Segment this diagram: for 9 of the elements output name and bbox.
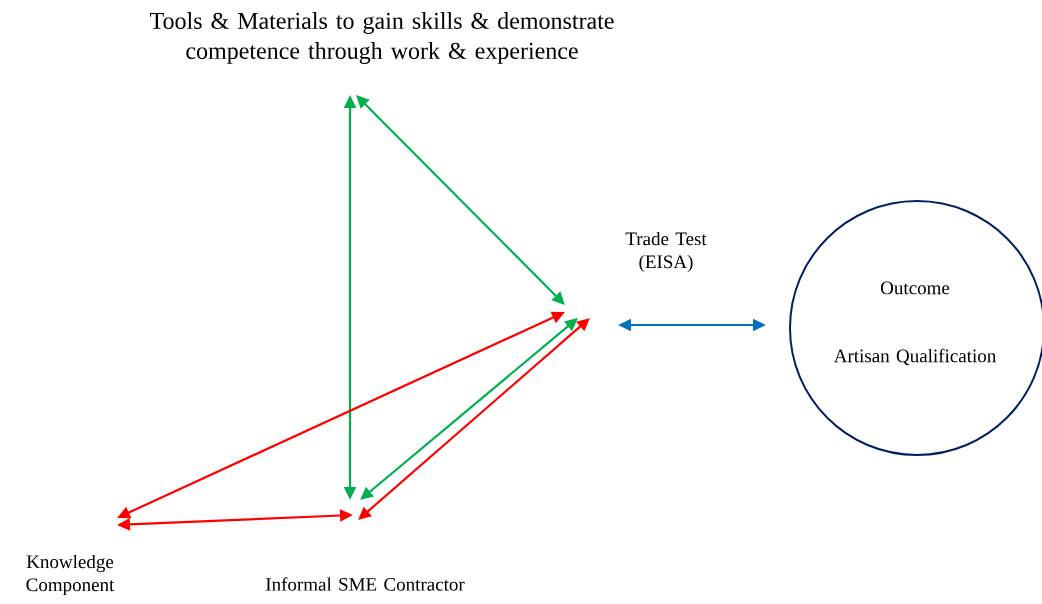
node-label: Informal SME Contractor xyxy=(265,577,465,591)
arrow xyxy=(356,95,565,305)
node-label: Trade Test (EISA) xyxy=(625,231,707,273)
node-label: Knowledge Component xyxy=(26,554,115,596)
node-label: Tools & Materials to gain skills & demonstrate competence through work & experience xyxy=(150,12,614,64)
arrow xyxy=(358,318,590,520)
circle-text: Artisan Qualification xyxy=(833,348,996,366)
circle-text: Outcome xyxy=(880,281,950,295)
arrow xyxy=(360,318,578,500)
